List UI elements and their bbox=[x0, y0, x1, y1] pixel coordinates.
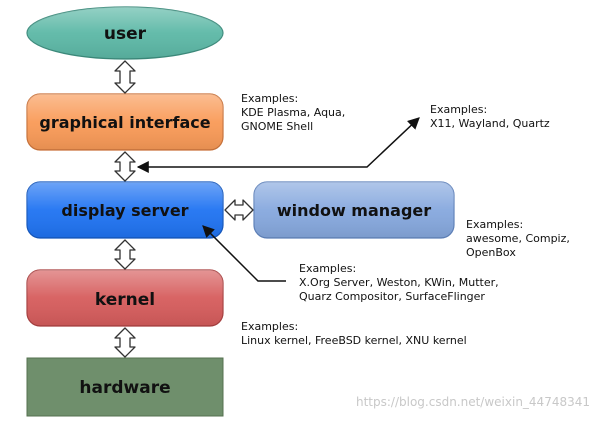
note-heading: Examples: bbox=[241, 320, 299, 333]
node-user-label: user bbox=[104, 24, 147, 44]
note-line: awesome, Compiz, bbox=[466, 232, 570, 245]
double-arrow-gui-display bbox=[114, 151, 136, 182]
node-hardware-label: hardware bbox=[79, 378, 170, 398]
double-arrow-display-window-manager bbox=[224, 199, 254, 221]
double-arrow-kernel-hardware bbox=[114, 327, 136, 358]
node-window-manager: window manager bbox=[253, 181, 455, 239]
note-graphical-interface: Examples:KDE Plasma, Aqua,GNOME Shell bbox=[241, 92, 345, 134]
protocol-pointer-line bbox=[136, 117, 420, 173]
node-hardware-shape bbox=[26, 357, 224, 417]
node-hardware: hardware bbox=[26, 357, 224, 417]
note-line: OpenBox bbox=[466, 246, 516, 259]
display-server-pointer-line bbox=[202, 225, 286, 282]
note-display-protocol: Examples:X11, Wayland, Quartz bbox=[430, 103, 550, 131]
node-graphical-interface-label: graphical interface bbox=[39, 113, 210, 132]
note-line: KDE Plasma, Aqua, bbox=[241, 106, 346, 119]
note-line: Linux kernel, FreeBSD kernel, XNU kernel bbox=[241, 334, 467, 347]
note-line: Quarz Compositor, SurfaceFlinger bbox=[299, 290, 485, 303]
note-window-manager: Examples:awesome, Compiz,OpenBox bbox=[466, 218, 570, 260]
note-heading: Examples: bbox=[299, 262, 357, 275]
node-user: user bbox=[26, 6, 224, 60]
double-arrow-display-kernel bbox=[114, 239, 136, 270]
node-kernel-label: kernel bbox=[95, 290, 155, 310]
note-heading: Examples: bbox=[241, 92, 299, 105]
note-kernel: Examples:Linux kernel, FreeBSD kernel, X… bbox=[241, 320, 467, 348]
note-heading: Examples: bbox=[466, 218, 524, 231]
double-arrow-user-gui bbox=[114, 60, 136, 94]
note-heading: Examples: bbox=[430, 103, 488, 116]
note-line: GNOME Shell bbox=[241, 120, 314, 133]
watermark-text: https://blog.csdn.net/weixin_44748341 bbox=[355, 395, 590, 409]
node-graphical-interface: graphical interface bbox=[26, 93, 224, 151]
node-display-server-label: display server bbox=[61, 201, 188, 220]
note-line: X11, Wayland, Quartz bbox=[430, 117, 550, 130]
node-display-server: display server bbox=[26, 181, 224, 239]
note-display-server: Examples:X.Org Server, Weston, KWin, Mut… bbox=[299, 262, 499, 304]
node-window-manager-label: window manager bbox=[277, 201, 431, 220]
note-line: X.Org Server, Weston, KWin, Mutter, bbox=[299, 276, 499, 289]
node-kernel: kernel bbox=[26, 269, 224, 327]
